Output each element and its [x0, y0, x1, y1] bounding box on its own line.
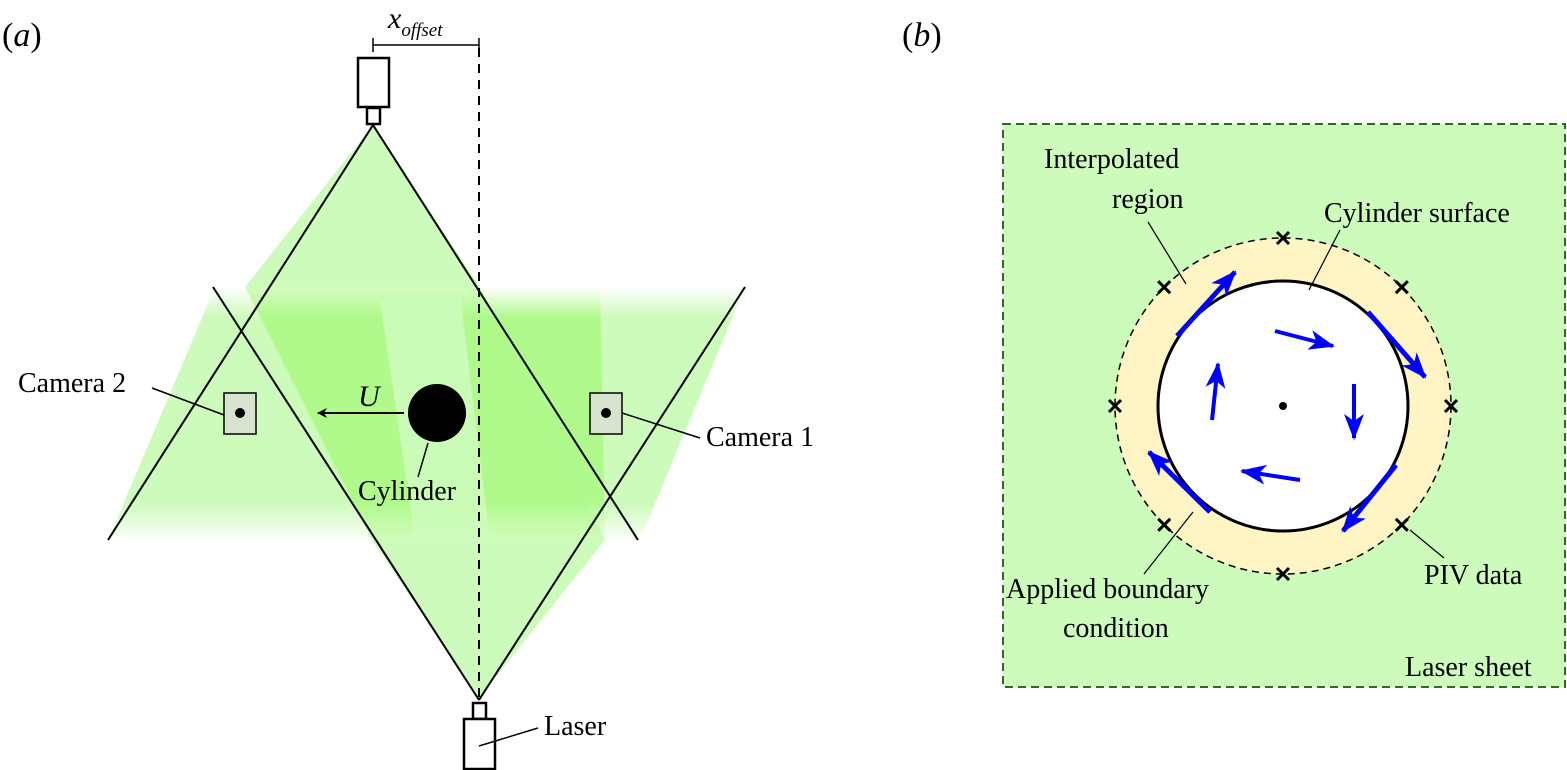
interpolated-leader-line — [1147, 221, 1187, 285]
piv-data-markers — [1107, 230, 1459, 582]
x-offset-dimension: xoffset — [372, 2, 480, 52]
piv-data-label: PIV data — [1424, 560, 1523, 591]
piv-data-marker — [1443, 398, 1459, 414]
camera2-icon — [223, 392, 257, 435]
piv-data-marker — [1275, 566, 1291, 582]
laser-left-edge — [212, 286, 480, 701]
inner-arrow-bottom — [1240, 464, 1301, 485]
panel-a-label: (a) — [2, 17, 42, 54]
velocity-arrows — [1147, 270, 1427, 533]
cylinder-surface-leader-line — [1308, 229, 1341, 291]
boundary-arrow-top-right — [1366, 310, 1427, 379]
piv-data-marker — [1157, 280, 1172, 295]
laser-leader-line — [478, 727, 539, 747]
camera2-label: Camera 2 — [18, 368, 126, 399]
x-offset-label: xoffset — [387, 2, 443, 41]
boundary-arrow-bottom-right — [1341, 463, 1398, 533]
panel-a: (a) — [2, 2, 814, 770]
camera1-label: Camera 1 — [706, 422, 814, 453]
laser-right-edge — [478, 286, 746, 701]
applied-bc-label-line2: condition — [1063, 613, 1169, 644]
inner-arrow-left — [1205, 362, 1226, 421]
top-camera-icon — [356, 56, 391, 126]
laser-fan-lower — [372, 540, 605, 698]
piv-data-marker — [1275, 230, 1291, 246]
laser-sheet-label: Laser sheet — [1405, 652, 1532, 683]
piv-data-marker — [1394, 280, 1409, 295]
cylinder-surface-label: Cylinder surface — [1324, 198, 1510, 229]
boundary-arrow-bottom-left — [1147, 450, 1212, 514]
interpolated-region-label-line2: region — [1112, 184, 1184, 215]
camera1-leader-line — [621, 412, 701, 439]
boundary-arrow-top-left — [1175, 270, 1237, 338]
cylinder-icon — [408, 384, 466, 442]
laser-label: Laser — [544, 711, 607, 742]
panel-b-label: (b) — [902, 17, 942, 54]
panel-b: (b) Interpolated region Cylinder surface — [902, 17, 1566, 688]
laser-device-icon — [462, 701, 497, 770]
camera-view-upper — [245, 125, 480, 287]
interpolated-region-label-line1: Interpolated — [1044, 144, 1179, 175]
cylinder-label: Cylinder — [358, 476, 457, 507]
inner-arrow-top — [1274, 329, 1335, 350]
piv-data-leader-line — [1409, 529, 1445, 559]
piv-data-marker — [1157, 517, 1172, 532]
top-camera-right-edge — [372, 124, 639, 541]
applied-bc-label-line1: Applied boundary — [1006, 574, 1209, 605]
piv-data-marker — [1107, 398, 1123, 414]
cylinder-leader-line — [417, 442, 429, 478]
view-boundary-lines — [107, 124, 746, 701]
camera2-leader-line — [151, 387, 225, 416]
applied-bc-leader-line — [1143, 511, 1194, 575]
piv-data-marker — [1394, 517, 1409, 532]
camera1-icon — [589, 392, 623, 435]
velocity-label: U — [358, 380, 382, 413]
cylinder-center-dot — [1279, 402, 1287, 410]
top-camera-left-edge — [107, 124, 374, 541]
